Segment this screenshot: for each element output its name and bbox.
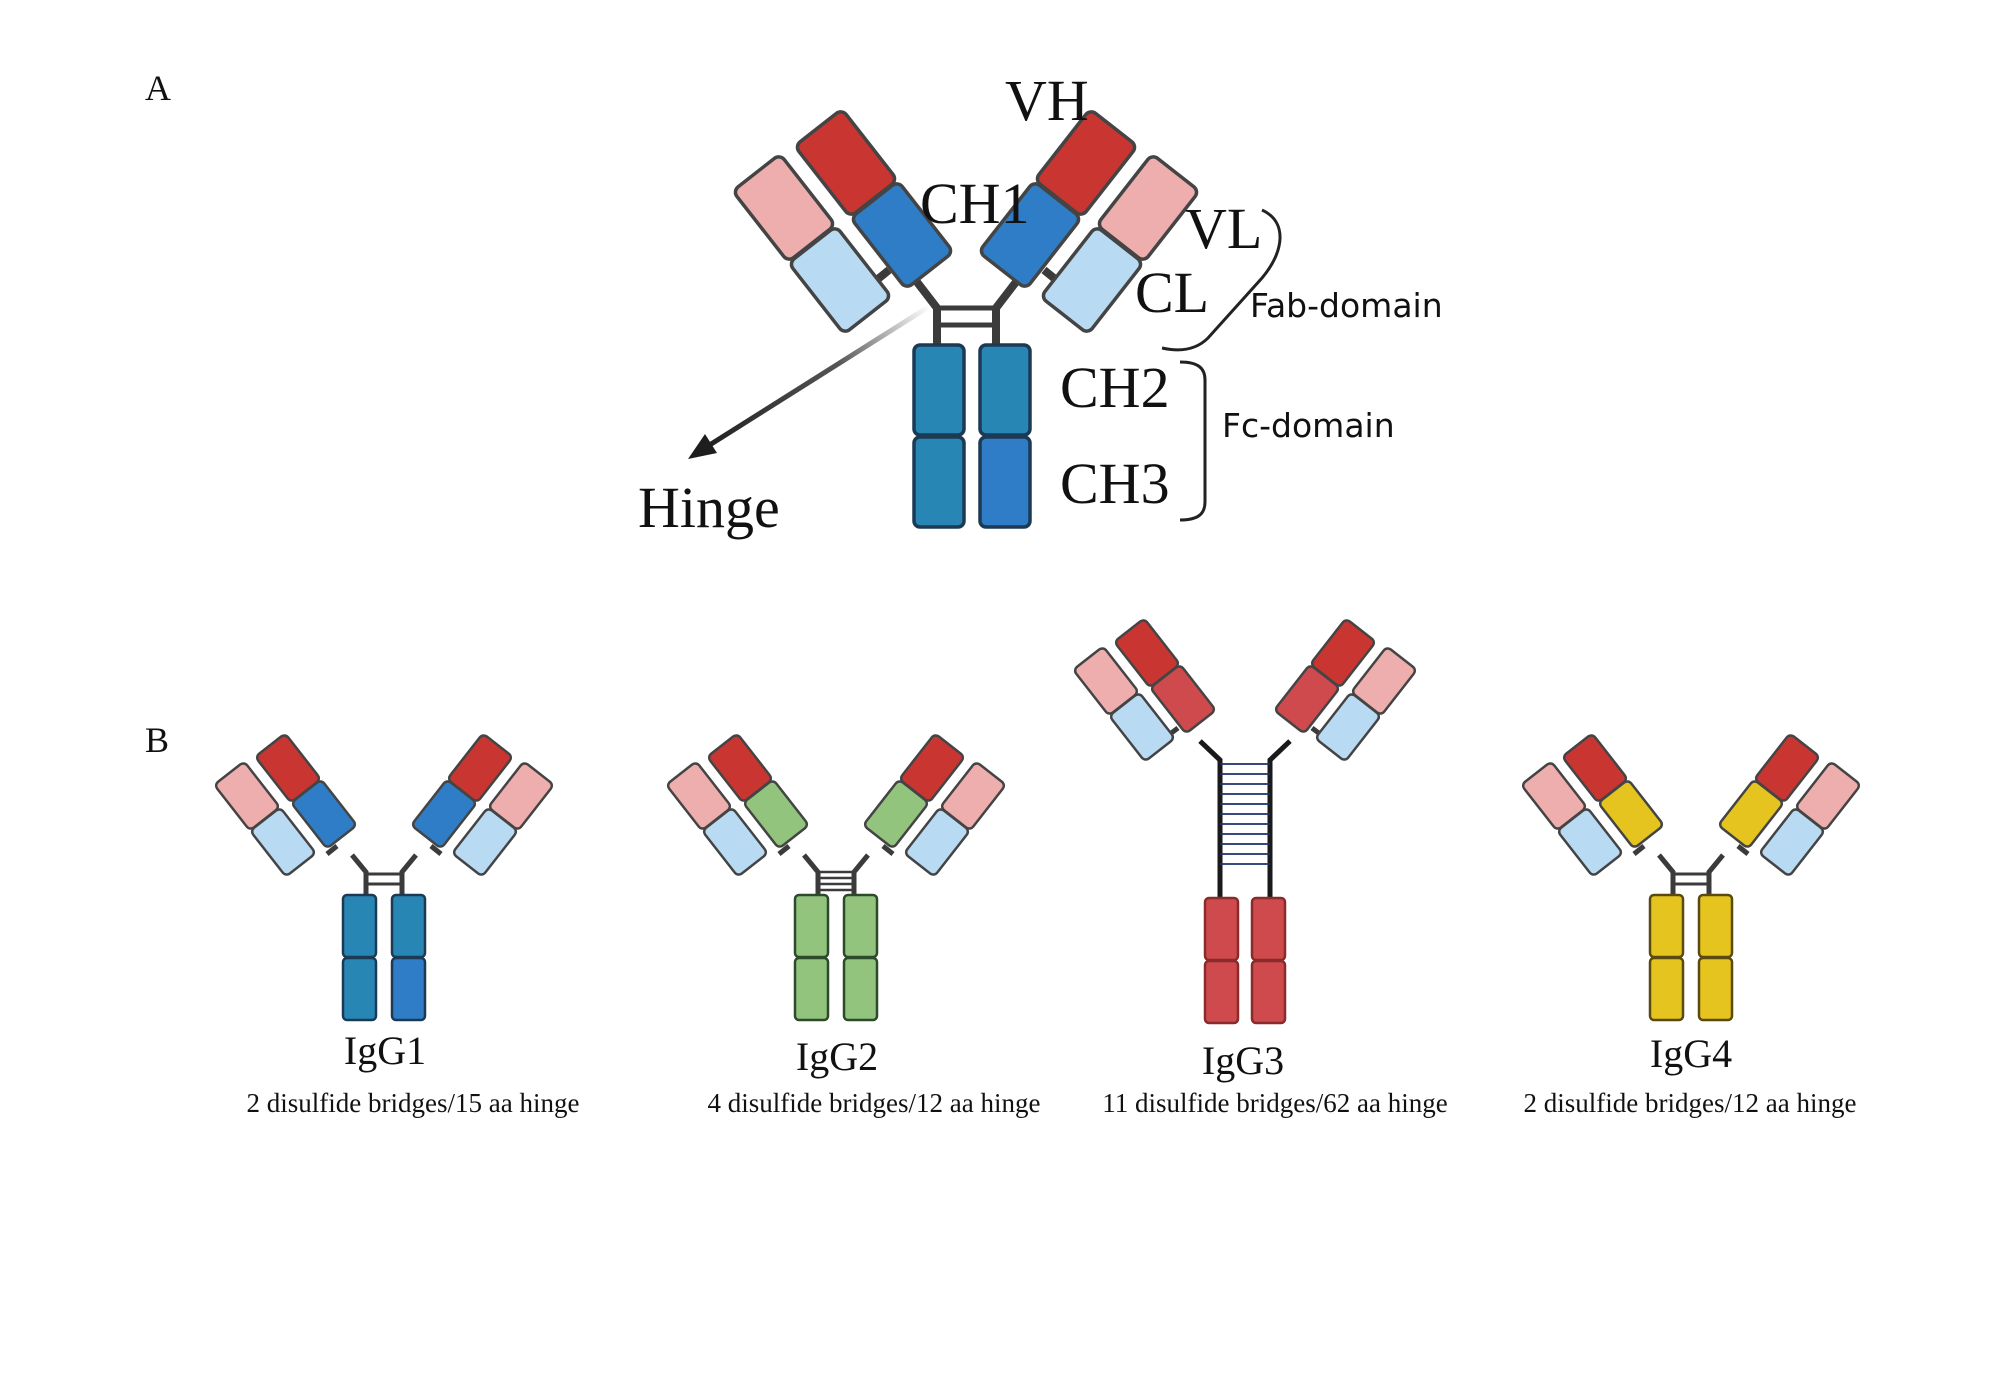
ch2-domain — [1203, 896, 1240, 962]
panel-a-letter: A — [145, 68, 171, 108]
ch2-domain-right — [978, 343, 1032, 437]
igg3-description: 11 disulfide bridges/62 aa hinge — [1102, 1088, 1447, 1118]
cl-domain-left — [789, 227, 891, 333]
ch3-domain — [341, 956, 378, 1022]
ch1-domain-left — [851, 182, 953, 288]
ch3-domain-right — [978, 435, 1032, 529]
fab-domain-label: Fab-domain — [1250, 286, 1443, 325]
hinge-right-heavy-chain — [992, 278, 1020, 349]
igg4-name: IgG4 — [1650, 1031, 1732, 1076]
igg2-antibody — [666, 734, 1006, 1022]
ch1-label: CH1 — [920, 171, 1030, 236]
ch2-domain — [1250, 896, 1287, 962]
hinge-arrowhead — [688, 434, 717, 459]
cl-domain — [904, 808, 970, 876]
fc-domain-bracket — [1179, 360, 1207, 522]
igg1-description: 2 disulfide bridges/15 aa hinge — [247, 1088, 580, 1118]
ch1-domain — [1150, 665, 1216, 733]
fab-domain-bracket — [1161, 208, 1282, 352]
cl-domain — [1109, 693, 1175, 761]
igg2-name: IgG2 — [796, 1034, 878, 1079]
ch3-label: CH3 — [1060, 451, 1170, 516]
vl-label: VL — [1185, 196, 1262, 261]
antibody-diagram-a: VH CH1 VL CL CH2 CH3 Hinge Fab-domain Fc… — [638, 68, 1443, 540]
ch1-domain — [1274, 665, 1340, 733]
cl-label: CL — [1135, 260, 1209, 325]
panel-b-letter: B — [145, 720, 169, 760]
ch1-domain — [411, 780, 477, 848]
ch1-domain — [1598, 780, 1664, 848]
ch3-domain — [793, 956, 830, 1022]
ch3-domain — [390, 956, 427, 1022]
ch3-domain — [1648, 956, 1685, 1022]
ch3-domain — [842, 956, 879, 1022]
ch3-domain-left — [912, 435, 966, 529]
igg2-description: 4 disulfide bridges/12 aa hinge — [708, 1088, 1041, 1118]
cl-domain — [702, 808, 768, 876]
hinge-arrow — [706, 303, 932, 449]
igg3-disulfide-bridges — [1220, 763, 1270, 865]
cl-domain-right — [1041, 227, 1143, 333]
hinge-label: Hinge — [638, 475, 780, 540]
cl-domain — [1315, 693, 1381, 761]
ch1-domain — [863, 780, 929, 848]
ch3-domain — [1697, 956, 1734, 1022]
cl-domain — [250, 808, 316, 876]
ch1-domain-right — [979, 182, 1081, 288]
fc-domain-label: Fc-domain — [1222, 406, 1395, 445]
igg4-antibody — [1521, 734, 1861, 1022]
ch2-domain — [341, 893, 378, 959]
ch2-domain — [390, 893, 427, 959]
cl-domain — [1557, 808, 1623, 876]
igg3-name: IgG3 — [1202, 1038, 1284, 1083]
ch2-domain — [842, 893, 879, 959]
ch1-domain — [291, 780, 357, 848]
igg3-antibody — [1073, 619, 1417, 1025]
ch2-domain-left — [912, 343, 966, 437]
ch3-domain — [1250, 959, 1287, 1025]
vh-label: VH — [1005, 68, 1089, 133]
ch2-domain — [1648, 893, 1685, 959]
igg4-description: 2 disulfide bridges/12 aa hinge — [1524, 1088, 1857, 1118]
ch2-label: CH2 — [1060, 355, 1170, 420]
ch2-domain — [793, 893, 830, 959]
igg1-name: IgG1 — [344, 1028, 426, 1073]
ch2-domain — [1697, 893, 1734, 959]
ch1-domain — [743, 780, 809, 848]
cl-domain — [1759, 808, 1825, 876]
ch1-domain — [1718, 780, 1784, 848]
cl-domain — [452, 808, 518, 876]
ch3-domain — [1203, 959, 1240, 1025]
igg1-antibody — [214, 734, 554, 1022]
